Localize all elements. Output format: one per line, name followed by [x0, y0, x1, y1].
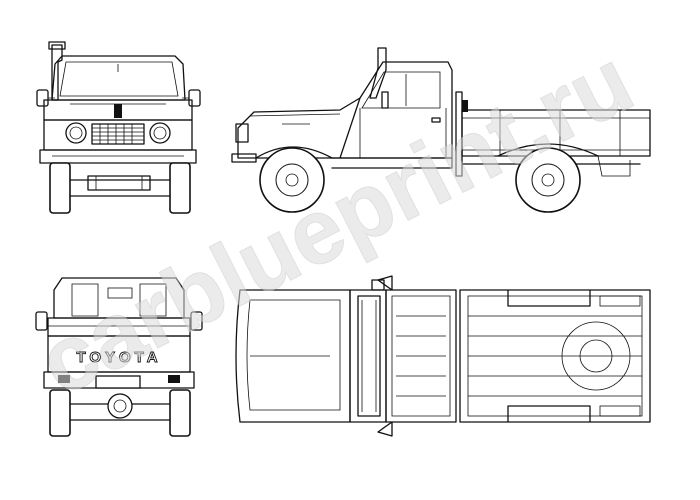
top-view — [235, 275, 651, 437]
tailgate-lettering: TOYOTA — [76, 349, 161, 366]
side-view — [231, 47, 651, 213]
front-view — [36, 41, 201, 214]
rear-view: TOYOTA — [35, 277, 203, 437]
